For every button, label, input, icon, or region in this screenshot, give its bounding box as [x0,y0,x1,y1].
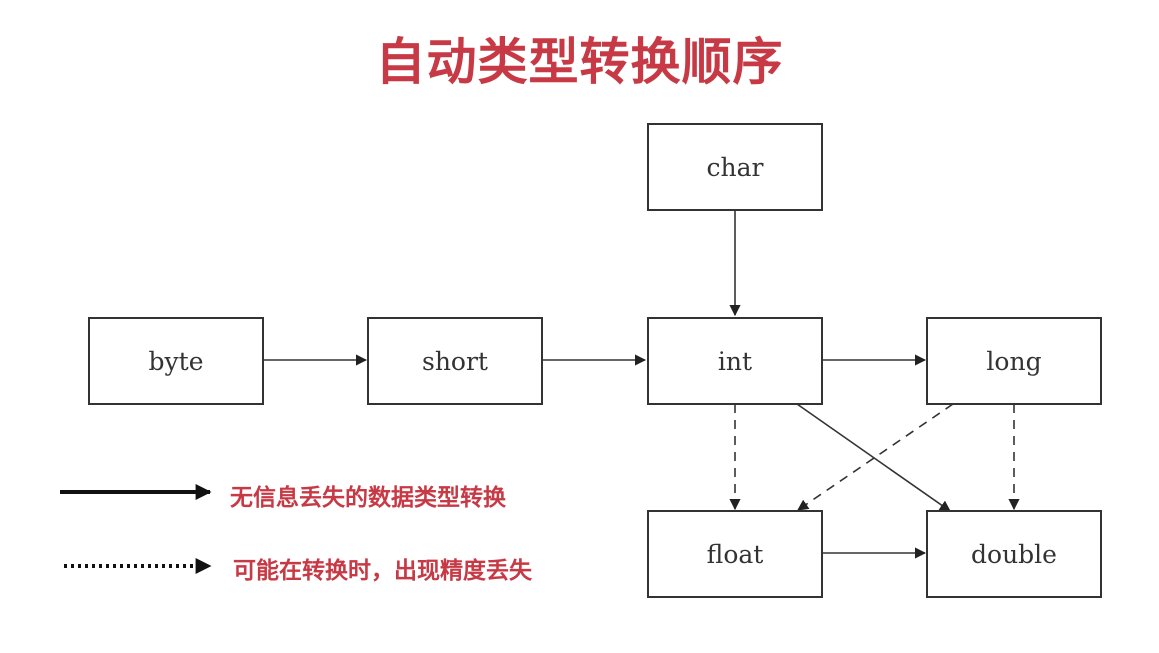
node-int: int [647,317,823,405]
node-double: double [926,510,1102,598]
node-float: float [647,510,823,598]
node-byte: byte [88,317,264,405]
edge-int-double [796,403,951,512]
legend-dotted-label: 可能在转换时，出现精度丢失 [233,558,532,584]
edge-long-float [797,403,954,511]
legend-solid-label: 无信息丢失的数据类型转换 [230,485,506,511]
node-long: long [926,317,1102,405]
node-char: char [647,123,823,211]
diagram-title: 自动类型转换顺序 [375,33,784,91]
node-short: short [367,317,543,405]
